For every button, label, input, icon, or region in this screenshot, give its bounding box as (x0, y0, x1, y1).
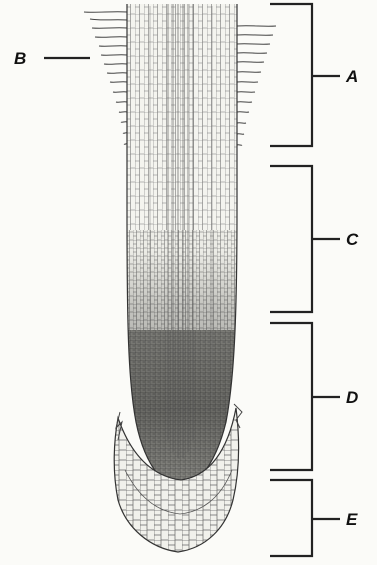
label-e: E (346, 510, 358, 529)
root-hairs-right (237, 26, 276, 146)
bracket-a (270, 4, 340, 146)
label-c: C (346, 230, 359, 249)
root-body (100, 0, 270, 500)
label-b: B (14, 49, 26, 68)
bracket-e (270, 480, 340, 556)
bracket-d (270, 323, 340, 470)
bracket-c (270, 166, 340, 312)
label-a: A (345, 67, 358, 86)
root-hairs-left (84, 12, 127, 145)
label-d: D (346, 388, 358, 407)
